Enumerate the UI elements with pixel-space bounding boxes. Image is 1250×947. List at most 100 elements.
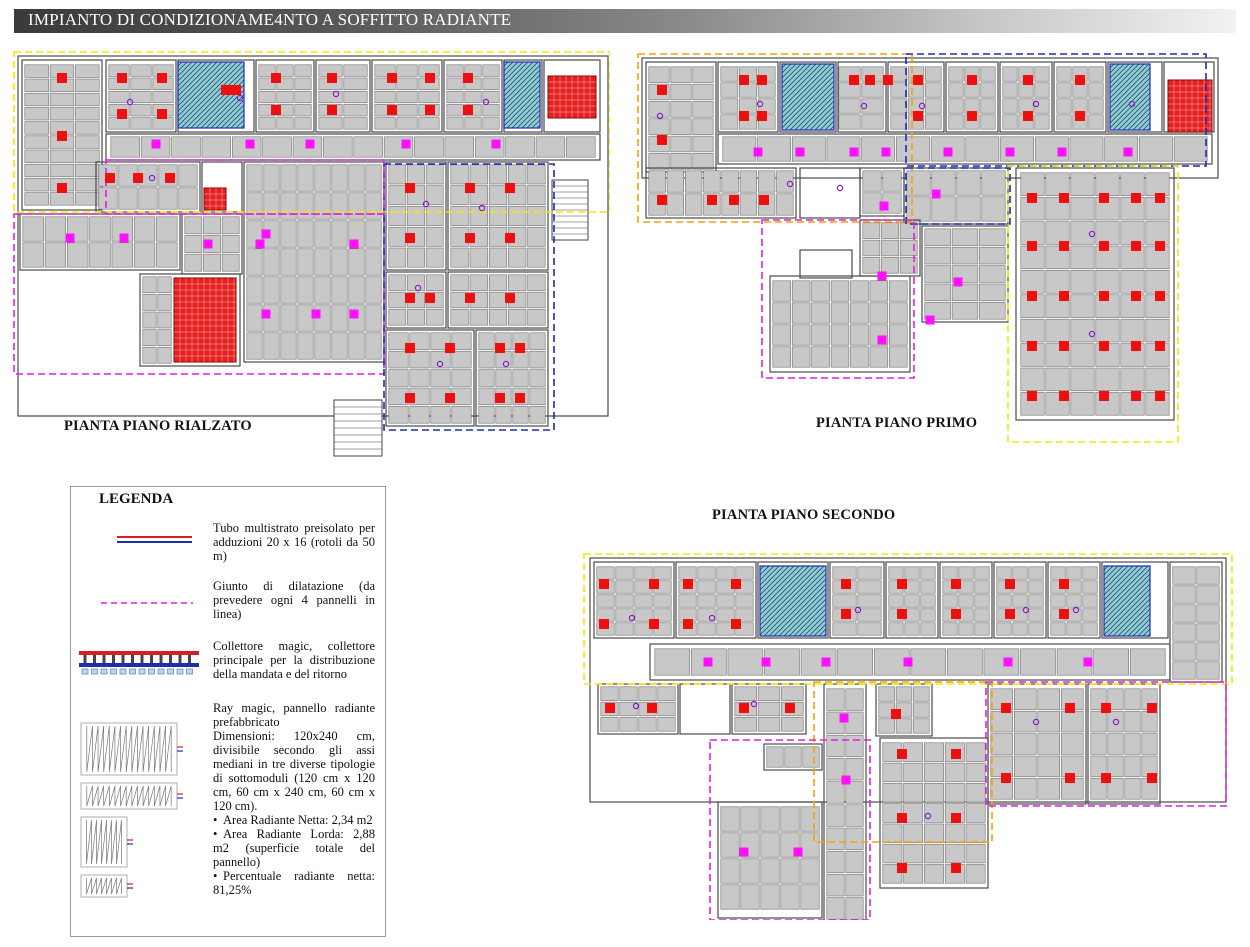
diffuser-square: [1131, 391, 1141, 401]
radiant-panel: [1172, 661, 1196, 680]
diffuser-square: [1083, 657, 1093, 667]
collector-hatch: [794, 90, 835, 131]
radiant-panel: [760, 884, 780, 910]
room-wall: [17, 55, 609, 417]
collector-hatch: [781, 63, 827, 109]
radiant-panel: [951, 283, 979, 302]
radiant-panel: [697, 608, 716, 622]
radiant-panel: [464, 90, 482, 104]
radiant-panel: [757, 686, 781, 701]
radiant-panel: [1095, 318, 1120, 343]
radiant-panel: [388, 350, 409, 369]
collector-hatch: [1103, 573, 1151, 621]
radiant-panel: [666, 193, 684, 216]
collector-hatch: [1109, 63, 1140, 94]
radiant-panel: [527, 309, 546, 326]
radiant-panel: [1095, 367, 1120, 392]
diffuser-square: [865, 75, 875, 85]
radiant-panel: [157, 294, 172, 311]
radiant-panel: [716, 594, 735, 608]
radiant-panel: [1070, 367, 1095, 392]
radiant-panel: [791, 346, 811, 368]
diffuser-square: [1027, 193, 1037, 203]
collector-hatch: [781, 65, 835, 119]
radiant-panel: [44, 242, 67, 268]
radiant-panel: [495, 369, 512, 387]
radiant-panel: [75, 121, 100, 135]
diffuser-square: [951, 609, 961, 619]
radiant-panel: [566, 136, 596, 158]
radiant-panel: [1107, 755, 1124, 778]
radiant-panel: [720, 806, 740, 832]
radiant-panel: [75, 92, 100, 107]
radiant-panel: [780, 806, 800, 832]
diffuser-square: [1123, 147, 1133, 157]
room-wall: [371, 59, 443, 133]
radiant-panel: [331, 276, 348, 304]
manifold-icon: [77, 645, 203, 682]
radiant-panel: [280, 164, 297, 192]
manifold-valve: [176, 668, 184, 675]
collector-hatch: [824, 120, 835, 131]
radiant-panel: [692, 118, 714, 135]
radiant-panel: [365, 220, 382, 248]
collector-hatch: [829, 125, 835, 131]
diffuser-square: [841, 775, 851, 785]
radiant-panel: [1045, 245, 1070, 270]
radiant-panel: [156, 216, 178, 242]
radiant-panel: [22, 242, 44, 268]
diffuser-square: [221, 85, 231, 95]
radiant-panel: [903, 783, 924, 803]
collector-hatch: [177, 61, 233, 117]
radiant-panel: [1070, 318, 1095, 343]
radiant-panel: [654, 648, 691, 676]
manifold-return-bar: [79, 663, 199, 667]
radiant-panel: [142, 329, 157, 346]
radiant-panel: [331, 304, 348, 332]
radiant-panel: [924, 228, 951, 246]
radiant-panel: [990, 733, 1013, 755]
radiant-panel: [488, 206, 508, 226]
radiant-panel: [425, 274, 444, 291]
radiant-panel: [903, 762, 924, 783]
radiant-panel: [920, 580, 936, 594]
manifold-marker: [860, 102, 868, 110]
radiant-panel: [720, 66, 739, 82]
radiant-panel: [832, 594, 857, 608]
radiant-panel: [838, 114, 861, 130]
radiant-panel: [882, 843, 903, 864]
radiant-panel: [1002, 98, 1018, 114]
collector-hatch: [759, 565, 815, 621]
radiant-panel: [1045, 172, 1070, 196]
radiant-panel: [657, 686, 676, 701]
manifold-marker: [1032, 100, 1040, 108]
collector-hatch: [1132, 618, 1151, 637]
room-wall: [1047, 561, 1101, 639]
diffuser-square: [1065, 773, 1075, 783]
room-wall: [1107, 61, 1163, 133]
radiant-panel: [648, 101, 670, 118]
manifold-marker: [1022, 606, 1030, 614]
radiant-panel: [365, 248, 382, 276]
diffuser-square: [913, 111, 923, 121]
manifold-marker: [632, 702, 640, 710]
diffuser-square: [1001, 773, 1011, 783]
radiant-panel: [882, 783, 903, 803]
radiant-panel: [980, 114, 996, 130]
diffuser-square: [495, 393, 505, 403]
diffuser-square: [1023, 75, 1033, 85]
radiant-panel: [1070, 294, 1095, 318]
collector-hatch: [1109, 77, 1151, 119]
radiant-panel: [832, 566, 857, 580]
collector-hatch: [759, 565, 765, 571]
diffuser-square: [883, 75, 893, 85]
collector-hatch: [1109, 87, 1151, 129]
diffuser-square: [967, 75, 977, 85]
room-wall: [597, 683, 679, 735]
diffuser-square: [1155, 291, 1165, 301]
radiant-panel: [152, 117, 174, 130]
radiant-panel: [1020, 221, 1045, 245]
radiant-panel: [766, 746, 784, 768]
radiant-panel: [720, 98, 739, 114]
room-wall: [999, 61, 1053, 133]
